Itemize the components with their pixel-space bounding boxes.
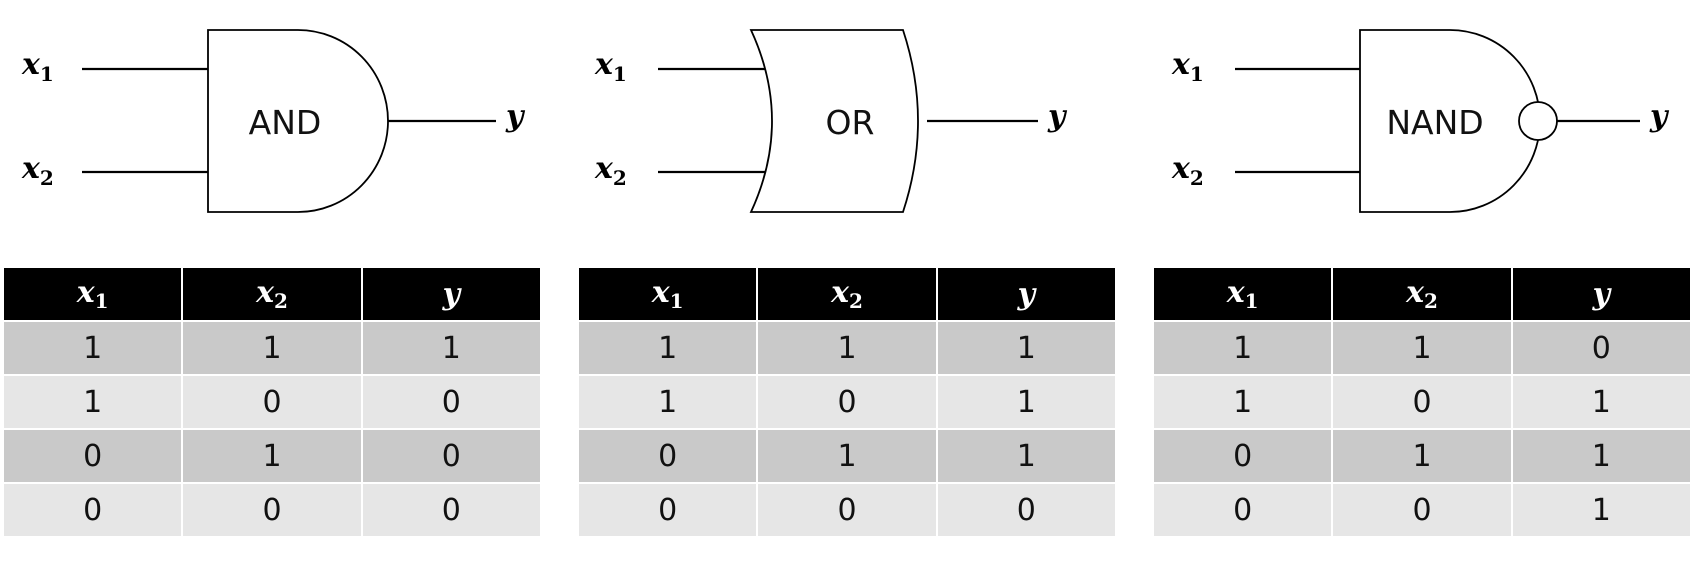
or-input-1-var: x: [594, 47, 614, 82]
nand-input-2-var: x: [1171, 151, 1191, 186]
header-x2: x2: [181, 266, 363, 322]
svg-text:x1: x1: [1171, 47, 1204, 86]
svg-text:x2: x2: [21, 151, 54, 190]
or-input-2-sub: 2: [613, 166, 627, 190]
or-input-1-sub: 1: [613, 62, 627, 86]
or-input-2-var: x: [594, 151, 614, 186]
header-y: y: [360, 266, 543, 322]
header-x1: x1: [576, 266, 759, 322]
nand-input-2-sub: 2: [1190, 166, 1204, 190]
header-x2: x2: [756, 266, 938, 322]
and-input-1-sub: 1: [40, 62, 54, 86]
or-gate-label: OR: [826, 103, 875, 142]
or-gate-diagram: x1 x2 OR y: [594, 29, 1068, 213]
nand-input-1-var: x: [1171, 47, 1191, 82]
and-gate-diagram: x1 x2 AND y: [21, 29, 526, 213]
header-y: y: [935, 266, 1118, 322]
nand-input-1-sub: 1: [1190, 62, 1204, 86]
and-output-label: y: [505, 99, 526, 134]
header-x1: x1: [1151, 266, 1334, 322]
svg-text:x2: x2: [594, 151, 627, 190]
table-header-row: x1 x2 y: [1, 266, 543, 322]
svg-text:x1: x1: [21, 47, 54, 86]
table-header-row: x1 x2 y: [576, 266, 1118, 322]
header-x2: x2: [1331, 266, 1513, 322]
and-input-2-sub: 2: [40, 166, 54, 190]
or-output-label: y: [1047, 99, 1068, 134]
svg-text:x2: x2: [1171, 151, 1204, 190]
header-x1: x1: [1, 266, 184, 322]
table-header-row: x1 x2 y: [1151, 266, 1693, 322]
nand-gate-diagram: x1 x2 NAND y: [1171, 29, 1670, 213]
nand-gate-label: NAND: [1386, 103, 1483, 142]
and-gate-label: AND: [249, 103, 322, 142]
header-y: y: [1510, 266, 1693, 322]
svg-text:x1: x1: [594, 47, 627, 86]
nand-output-label: y: [1649, 99, 1670, 134]
and-gate-body: [207, 29, 389, 213]
and-input-2-var: x: [21, 151, 41, 186]
and-input-1-var: x: [21, 47, 41, 82]
or-gate-body: [749, 29, 919, 213]
nand-inversion-bubble: [1518, 101, 1558, 141]
